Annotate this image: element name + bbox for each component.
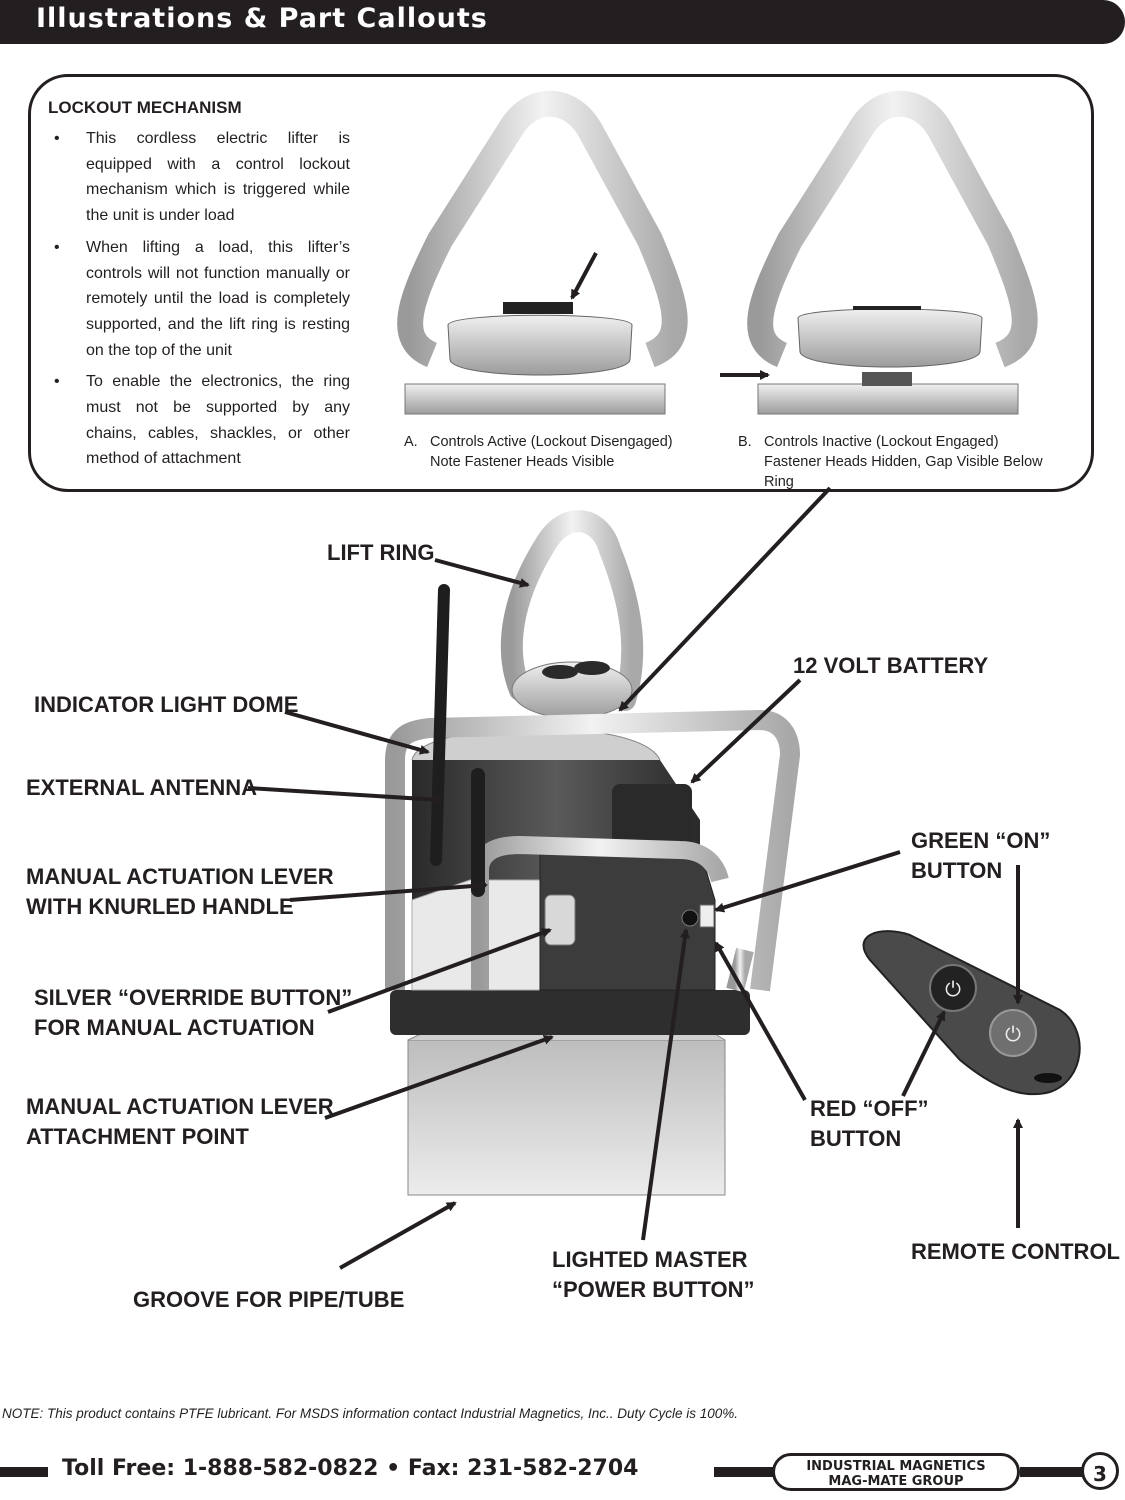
- callout-remote: REMOTE CONTROL: [911, 1239, 1120, 1264]
- callout-power-button: LIGHTED MASTER “POWER BUTTON”: [552, 1247, 755, 1302]
- svg-text:⏻: ⏻: [1005, 1022, 1021, 1046]
- footer-rule-middle: [714, 1467, 774, 1477]
- callout-leader-lines: [247, 486, 1023, 1270]
- callout-groove: GROOVE FOR PIPE/TUBE: [133, 1287, 405, 1312]
- ptfe-note: NOTE: This product contains PTFE lubrica…: [2, 1406, 739, 1421]
- lockout-bullet: •This cordless electric lifter is equipp…: [54, 130, 350, 225]
- callout-lift-ring: LIFT RING: [327, 540, 435, 565]
- lockout-illustration-b: [720, 90, 1038, 415]
- lockout-illustration-a: [397, 90, 688, 415]
- callout-red-button: RED “OFF” BUTTON: [810, 1096, 929, 1151]
- page-number: 3: [1081, 1452, 1119, 1490]
- footer-rule-right: [1020, 1467, 1082, 1477]
- callout-lever-handle: MANUAL ACTUATION LEVER WITH KNURLED HAND…: [26, 864, 334, 919]
- company-logo: INDUSTRIAL MAGNETICS MAG-MATE GROUP: [772, 1453, 1020, 1491]
- lockout-bullet: •To enable the electronics, the ring mus…: [54, 373, 350, 468]
- lockout-panel: [28, 74, 1094, 492]
- callout-lever-attachment: MANUAL ACTUATION LEVER ATTACHMENT POINT: [26, 1094, 334, 1149]
- footer-rule-left: [0, 1467, 48, 1477]
- remote-control-illustration: ⏻ ⏻: [862, 930, 1081, 1096]
- caption-lockout-a: A. Controls Active (Lockout Disengaged) …: [404, 434, 673, 470]
- footer-contact: Toll Free: 1-888-582-0822 • Fax: 231-582…: [62, 1456, 639, 1481]
- header-bar: [0, 0, 1125, 44]
- caption-lockout-b: B. Controls Inactive (Lockout Engaged) F…: [738, 434, 1043, 490]
- callout-battery: 12 VOLT BATTERY: [793, 653, 989, 678]
- lifter-illustration: [385, 510, 800, 1196]
- lockout-heading: LOCKOUT MECHANISM: [48, 98, 242, 117]
- svg-text:⏻: ⏻: [945, 977, 961, 1001]
- callout-green-button: GREEN “ON” BUTTON: [911, 828, 1051, 883]
- callout-antenna: EXTERNAL ANTENNA: [26, 775, 258, 800]
- page-title: Illustrations & Part Callouts: [36, 3, 488, 34]
- lockout-bullet: •When lifting a load, this lifter’s cont…: [54, 238, 350, 359]
- callout-override-button: SILVER “OVERRIDE BUTTON” FOR MANUAL ACTU…: [34, 985, 353, 1040]
- callout-indicator-dome: INDICATOR LIGHT DOME: [34, 692, 299, 717]
- lockout-bullet-list: •This cordless electric lifter is equipp…: [50, 126, 350, 478]
